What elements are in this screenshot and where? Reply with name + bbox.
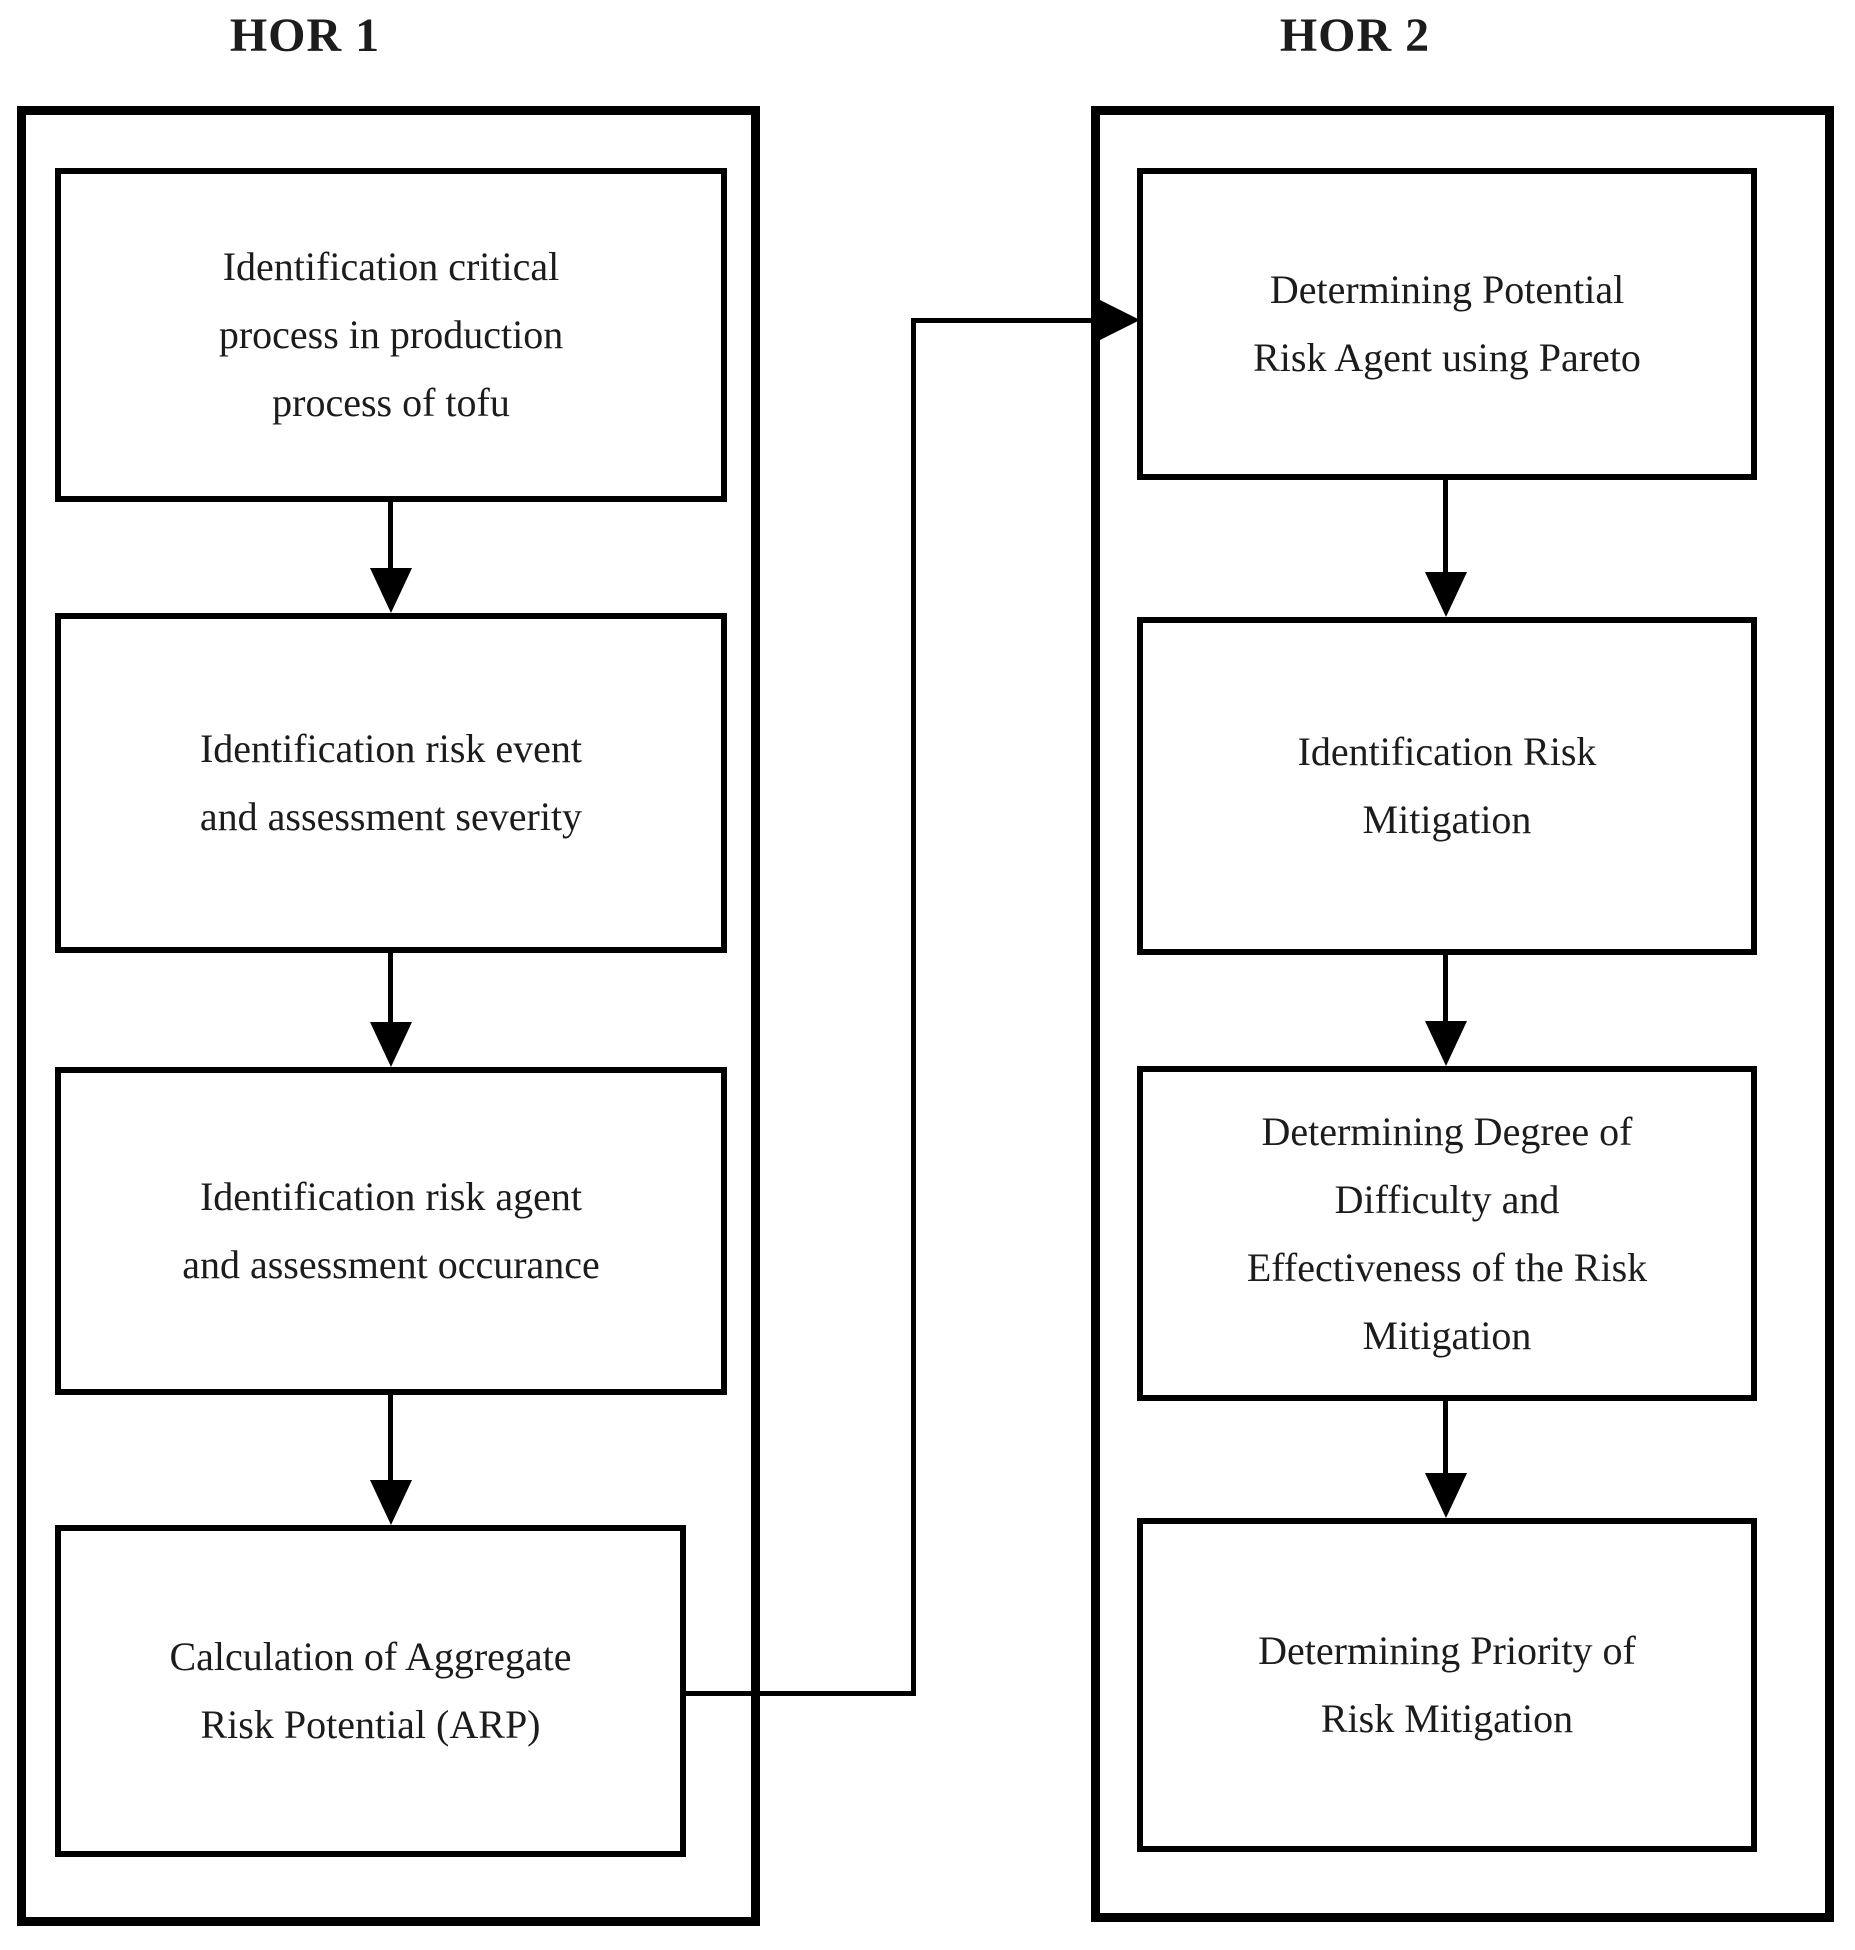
- hor1-box-identification-risk-agent: Identification risk agent and assessment…: [55, 1067, 727, 1395]
- arrowhead-down-icon: [1425, 572, 1467, 617]
- arrowhead-down-icon: [370, 1022, 412, 1067]
- arrow-shaft: [1443, 955, 1448, 1023]
- arrow-shaft: [388, 953, 393, 1024]
- flow-box-label: Identification critical process in produ…: [218, 244, 564, 425]
- arrow-shaft: [1443, 1401, 1448, 1475]
- flow-box-label: Determining Degree of Difficulty and Eff…: [1246, 1108, 1648, 1358]
- connector-top-segment: [911, 318, 1101, 323]
- hor2-box-determining-potential-risk-agent: Determining Potential Risk Agent using P…: [1137, 168, 1757, 480]
- hor1-title: HOR 1: [229, 9, 381, 62]
- arrowhead-right-icon: [1100, 300, 1140, 340]
- arrowhead-down-icon: [370, 568, 412, 613]
- arrowhead-down-icon: [1425, 1473, 1467, 1518]
- hor1-box-identification-risk-event: Identification risk event and assessment…: [55, 613, 727, 953]
- arrow-shaft: [388, 1395, 393, 1482]
- hor1-box-calculation-arp: Calculation of Aggregate Risk Potential …: [55, 1525, 686, 1857]
- hor1-box-identification-critical-process: Identification critical process in produ…: [55, 168, 727, 502]
- hor1-frame: [17, 106, 760, 1926]
- connector-vertical-segment: [911, 318, 916, 1696]
- flow-box-label: Identification risk event and assessment…: [199, 726, 583, 839]
- hor2-box-determining-priority: Determining Priority of Risk Mitigation: [1137, 1518, 1757, 1852]
- arrowhead-down-icon: [1425, 1021, 1467, 1066]
- flow-box-label: Identification Risk Mitigation: [1297, 729, 1597, 842]
- flow-box-label: Determining Potential Risk Agent using P…: [1253, 267, 1641, 380]
- arrow-shaft: [1443, 480, 1448, 574]
- hor2-title: HOR 2: [1279, 9, 1431, 62]
- hor2-frame: [1091, 106, 1834, 1922]
- flow-box-label: Determining Priority of Risk Mitigation: [1258, 1628, 1636, 1741]
- hor2-box-determining-degree-difficulty: Determining Degree of Difficulty and Eff…: [1137, 1066, 1757, 1401]
- arrowhead-down-icon: [370, 1480, 412, 1525]
- flow-box-label: Calculation of Aggregate Risk Potential …: [169, 1634, 572, 1747]
- flow-box-label: Identification risk agent and assessment…: [182, 1174, 600, 1287]
- hor2-box-identification-risk-mitigation: Identification Risk Mitigation: [1137, 617, 1757, 955]
- arrow-shaft: [388, 502, 393, 570]
- connector-bottom-segment: [686, 1691, 916, 1696]
